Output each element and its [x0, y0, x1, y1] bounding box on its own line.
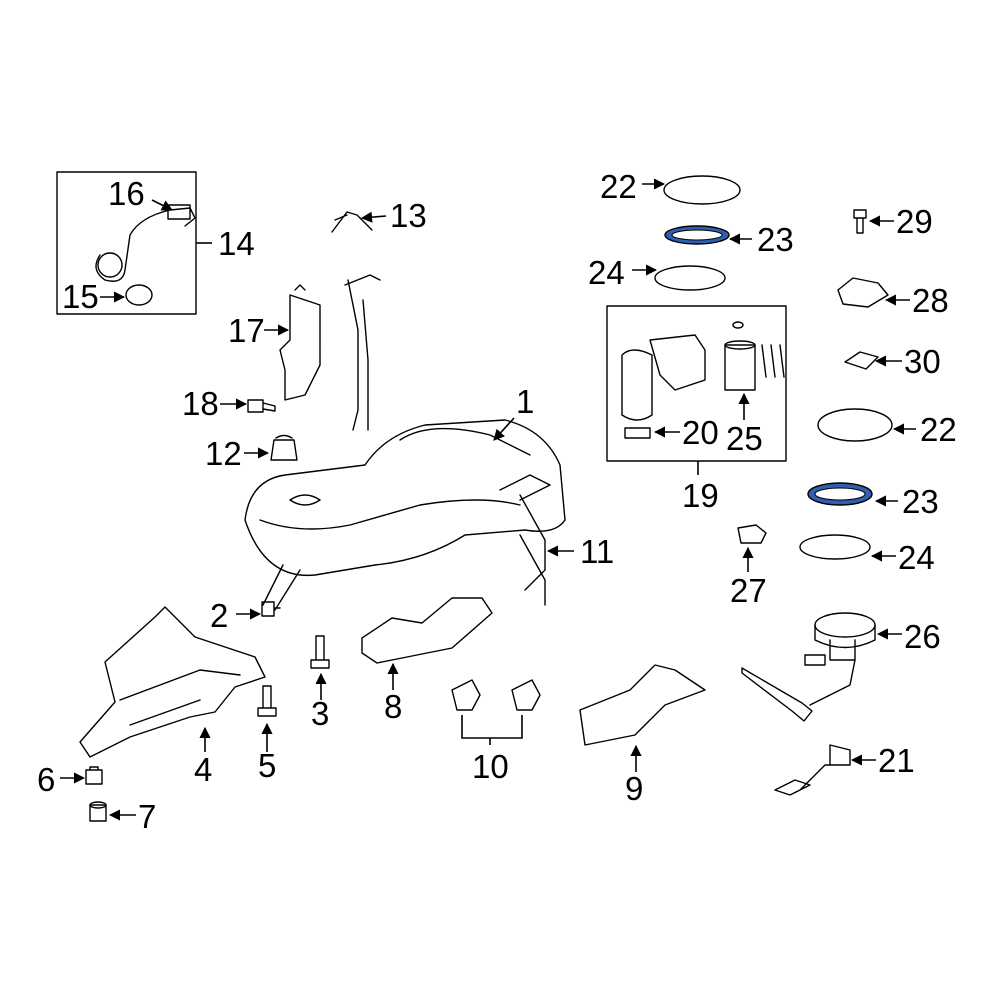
hose-part-13	[331, 211, 373, 233]
callout-1: 1	[516, 383, 534, 420]
callout-23-top: 23	[757, 221, 794, 258]
pump-module-part	[621, 334, 706, 421]
bracket-part-2	[261, 601, 281, 617]
callout-21: 21	[878, 742, 915, 779]
callout-25: 25	[726, 420, 763, 457]
nuts-part-10	[451, 679, 541, 745]
inset-box-19	[606, 305, 787, 475]
callout-9: 9	[625, 770, 643, 807]
callout-20: 20	[682, 414, 719, 451]
bolt-part-29	[853, 209, 867, 234]
callout-26: 26	[904, 618, 941, 655]
callout-15: 15	[62, 278, 99, 315]
connector-part-20	[624, 427, 651, 439]
heat-shield-part-17	[279, 284, 321, 401]
callout-18: 18	[182, 385, 219, 422]
harness-part-21	[774, 744, 851, 796]
callout-27: 27	[730, 572, 767, 609]
bracket-part-28	[837, 277, 889, 308]
bushing-part-12	[270, 434, 298, 461]
callout-5: 5	[258, 747, 276, 784]
callout-30: 30	[904, 343, 941, 380]
retainer-part-24-right	[799, 534, 871, 560]
callout-22-right: 22	[920, 411, 957, 448]
connector-part-27	[737, 524, 767, 544]
fuel-tank-part-1	[244, 274, 566, 611]
inset-box-14	[56, 171, 212, 315]
callout-3: 3	[311, 695, 329, 732]
callout-28: 28	[912, 282, 949, 319]
clip-part-30	[844, 351, 879, 370]
filter-part-25	[724, 344, 756, 391]
bushing-part-7	[89, 804, 107, 822]
callout-4: 4	[194, 751, 212, 788]
stud-part-5	[257, 685, 277, 717]
callout-7: 7	[138, 798, 156, 835]
retainer-part-24-top	[654, 265, 726, 291]
callout-16: 16	[108, 175, 145, 212]
callout-24-top: 24	[588, 254, 625, 291]
callout-11: 11	[580, 533, 614, 570]
callout-22-top: 22	[600, 168, 637, 205]
callout-6: 6	[37, 761, 55, 798]
callout-24-right: 24	[898, 539, 935, 576]
callout-8: 8	[384, 688, 402, 725]
callout-19: 19	[682, 477, 719, 514]
vent-hose-part-16	[95, 207, 196, 282]
callout-13: 13	[390, 197, 427, 234]
underbody-shield-part-4	[79, 606, 266, 758]
inset-frame-19	[606, 305, 787, 462]
grommet-part-15	[125, 284, 153, 306]
callout-10: 10	[472, 748, 509, 785]
lock-ring-part-22-right	[817, 408, 893, 442]
callout-29: 29	[896, 203, 933, 240]
sender-part-26	[741, 612, 876, 722]
callout-17: 17	[228, 312, 265, 349]
callout-14: 14	[218, 225, 255, 262]
stud-part-3	[310, 635, 330, 669]
callout-23-right: 23	[902, 483, 939, 520]
filler-pipe-part-11	[499, 474, 551, 606]
callout-2: 2	[210, 597, 228, 634]
callout-12: 12	[205, 435, 242, 472]
bolt-part-18	[247, 399, 276, 413]
lock-ring-part-22-top	[663, 175, 741, 205]
heat-shield-part-9	[579, 664, 706, 746]
nut-part-6	[85, 766, 103, 785]
bracket-part-8	[361, 597, 493, 664]
